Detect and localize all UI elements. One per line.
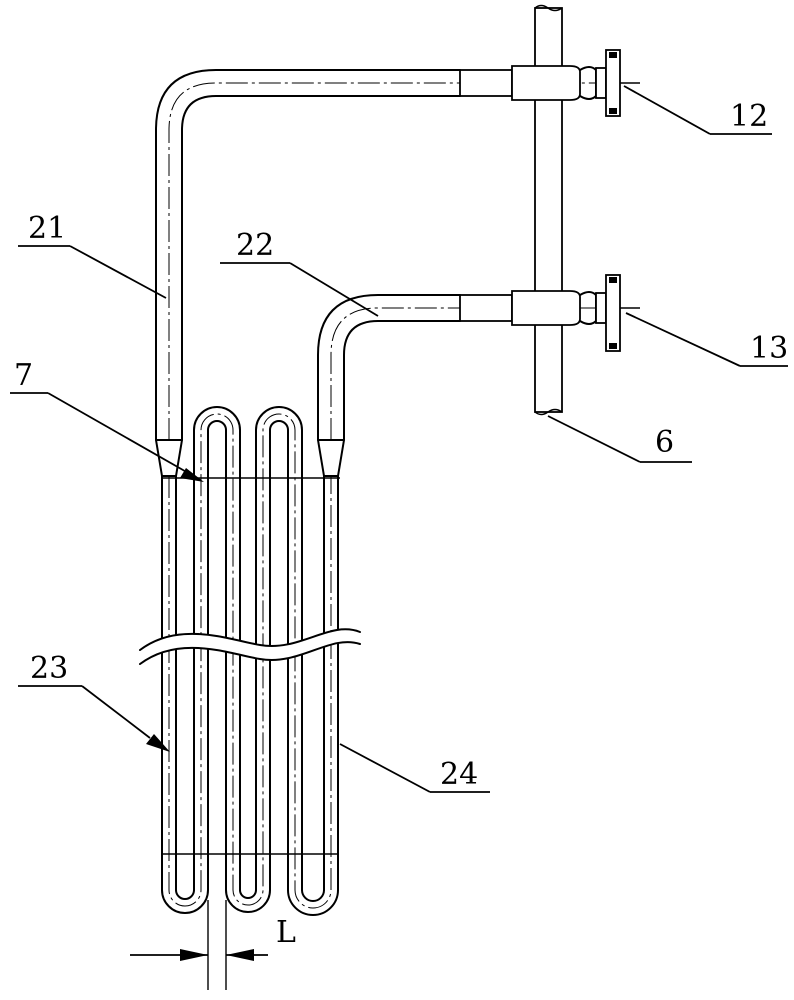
break-symbol: [139, 628, 361, 665]
label-12: 12: [730, 99, 768, 134]
label-23: 23: [30, 651, 68, 686]
leader-lines: [10, 85, 788, 793]
outlet-fitting-13: [459, 274, 640, 352]
label-22: 22: [236, 228, 274, 263]
label-24: 24: [440, 757, 478, 792]
coil-tubes: [161, 406, 340, 916]
label-13: 13: [750, 331, 788, 366]
pipe-21: [155, 69, 600, 441]
labels: 12 13 6 21 22 7 23 24 L: [14, 99, 788, 950]
label-7: 7: [14, 358, 33, 393]
label-6: 6: [655, 425, 674, 460]
label-L: L: [276, 915, 296, 950]
outlet-fitting-12: [459, 49, 640, 117]
pipe-22: [317, 294, 600, 441]
label-21: 21: [28, 211, 66, 246]
dimension-L: [130, 900, 268, 990]
